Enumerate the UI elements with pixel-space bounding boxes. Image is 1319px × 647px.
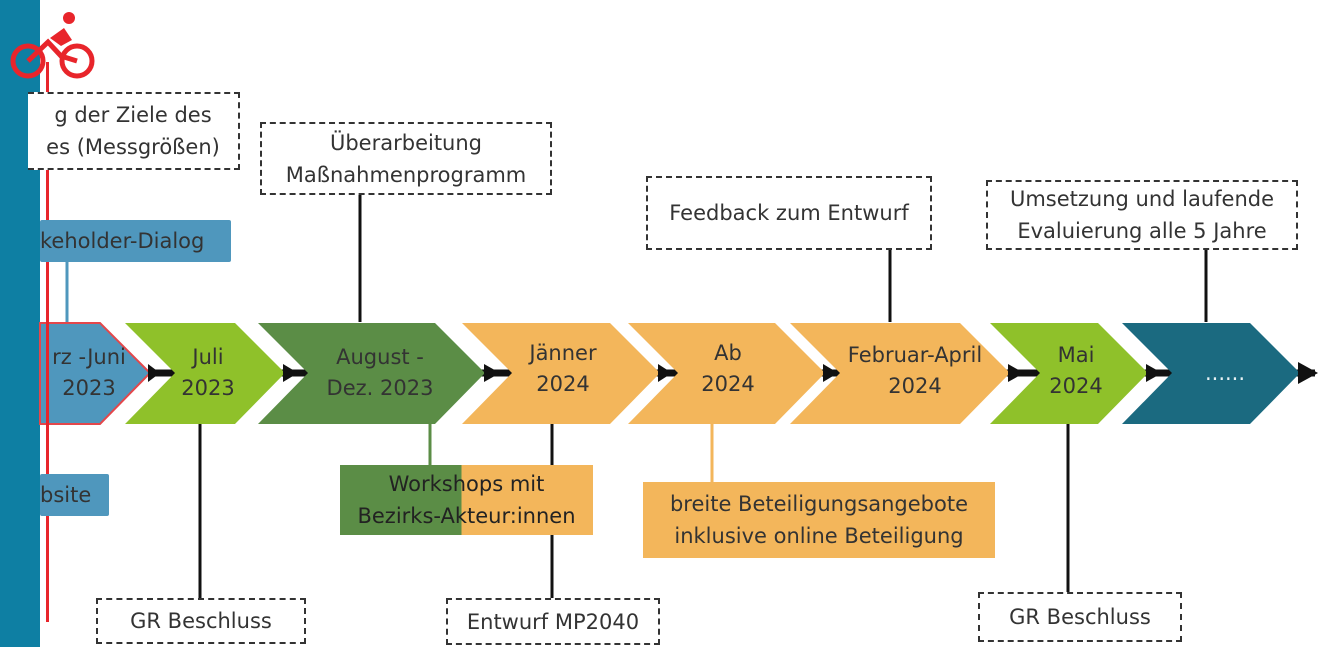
goals-note-line2: es (Messgrößen) (46, 135, 220, 159)
goals-note: g der Ziele des es (Messgrößen) (28, 92, 240, 170)
goals-note-line1: g der Ziele des (54, 103, 212, 127)
revision-note-line2: Maßnahmenprogramm (285, 162, 527, 187)
phase-4-line1: Ab (714, 341, 742, 365)
implementation-note: Umsetzung und laufende Evaluierung alle … (986, 180, 1298, 250)
feedback-note: Feedback zum Entwurf (646, 176, 932, 250)
draft-note-text: Entwurf MP2040 (466, 609, 640, 634)
phase-2-line2: Dez. 2023 (326, 376, 434, 400)
revision-note-line1: Überarbeitung (329, 130, 483, 155)
phase-label-7: ...... (1170, 358, 1280, 389)
phase-6-line1: Mai (1057, 343, 1095, 367)
phase-7-line1: ...... (1204, 361, 1246, 385)
phase-label-2: August - Dez. 2023 (300, 342, 460, 404)
phase-3-line1: Jänner (529, 341, 597, 365)
revision-note: Überarbeitung Maßnahmenprogramm (260, 122, 552, 195)
gr-resolution-2-text: GR Beschluss (1009, 605, 1151, 629)
phase-chevron-3 (462, 323, 660, 424)
phase-label-0: rz -Juni 2023 (40, 342, 138, 404)
phase-label-5: Februar-April 2024 (830, 340, 1000, 402)
phase-2-line1: August - (336, 345, 424, 369)
phase-chevron-6 (990, 323, 1148, 424)
implementation-note-line2: Evaluierung alle 5 Jahre (1017, 219, 1267, 243)
bicycle-rider-icon (10, 12, 95, 79)
website-text: bsite (40, 483, 92, 507)
phase-3-line2: 2024 (536, 372, 590, 396)
workshops-note-line2: Bezirks-Akteur:innen (357, 504, 576, 528)
stakeholder-dialog-label: keholder-Dialog (40, 220, 231, 262)
phase-4-line2: 2024 (701, 372, 755, 396)
participation-note-line2: inklusive online Beteiligung (674, 524, 964, 548)
phase-label-3: Jänner 2024 (500, 338, 626, 400)
implementation-note-line1: Umsetzung und laufende (1009, 187, 1275, 211)
phase-6-line2: 2024 (1049, 374, 1103, 398)
phase-5-line2: 2024 (888, 374, 942, 398)
phase-chevron-4 (628, 323, 825, 424)
axis-arrowheads (148, 362, 1318, 384)
phase-5-line1: Februar-April (847, 343, 983, 367)
feedback-note-text: Feedback zum Entwurf (669, 201, 909, 225)
phase-label-1: Juli 2023 (158, 342, 258, 404)
phase-0-line1: rz -Juni (52, 345, 126, 369)
draft-note: Entwurf MP2040 (446, 598, 660, 645)
gr-resolution-note-2: GR Beschluss (978, 592, 1182, 642)
participation-note-line1: breite Beteiligungsangebote (669, 492, 969, 516)
phase-label-6: Mai 2024 (1024, 340, 1128, 402)
participation-note: breite Beteiligungsangebote inklusive on… (643, 482, 995, 558)
stakeholder-dialog-text: keholder-Dialog (40, 229, 205, 253)
phase-0-line2: 2023 (62, 376, 116, 400)
phase-chevron-1 (125, 323, 285, 424)
phase-chevron-0 (39, 322, 152, 425)
phase-chevron-7 (1122, 323, 1300, 424)
gr-resolution-1-text: GR Beschluss (130, 609, 272, 633)
workshops-note-line1: Workshops mit (388, 472, 545, 496)
connector-lines (198, 194, 1208, 598)
phase-label-4: Ab 2024 (668, 338, 788, 400)
phase-chevron-2 (258, 323, 485, 424)
phase-chevron-5 (790, 323, 1010, 424)
gr-resolution-note-1: GR Beschluss (96, 598, 306, 644)
website-label: bsite (40, 474, 109, 516)
workshops-note: Workshops mit Bezirks-Akteur:innen (340, 465, 593, 535)
marker-line (46, 62, 49, 622)
phase-1-line2: 2023 (181, 376, 235, 400)
phase-1-line1: Juli (192, 345, 224, 369)
